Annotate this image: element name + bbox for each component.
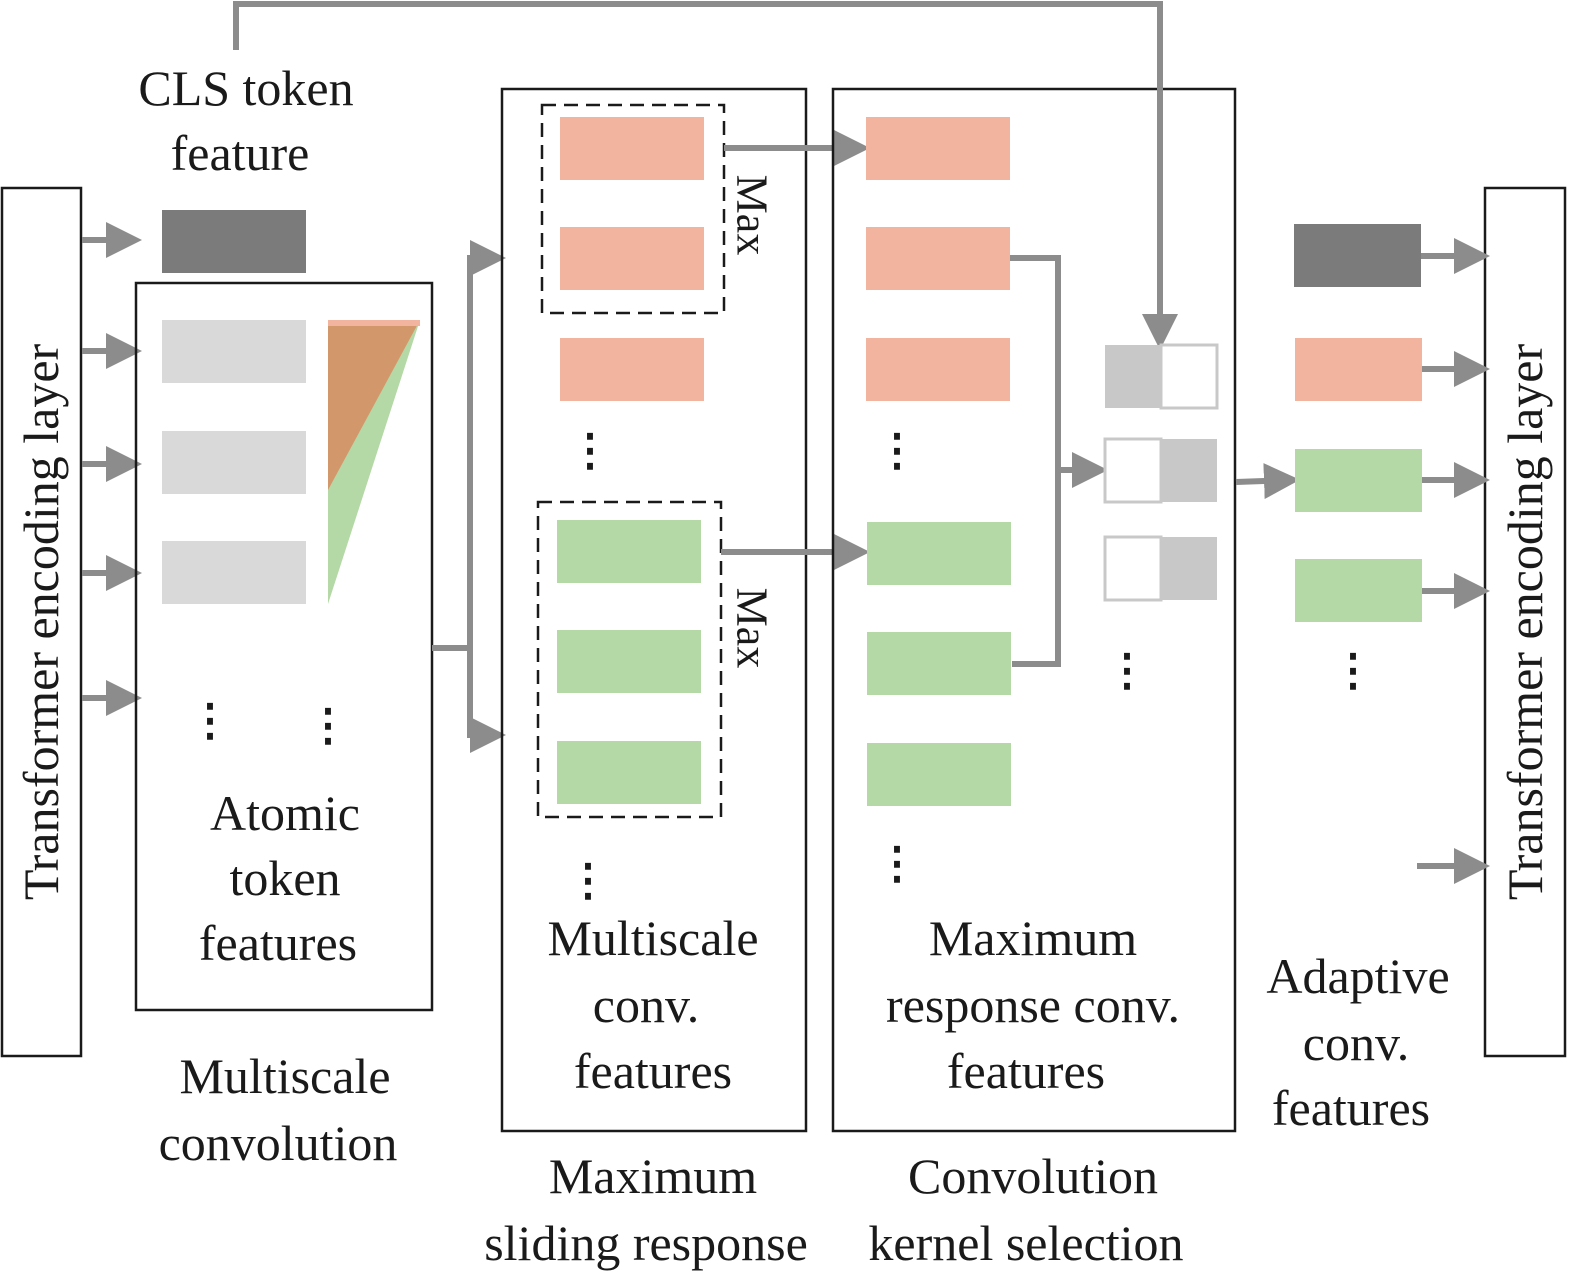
mr-feature-green-2 — [867, 632, 1011, 695]
adaptive-feature-green-2 — [1295, 559, 1422, 622]
max-window-bottom — [536, 500, 723, 819]
atomic-label-line3: features — [199, 915, 357, 971]
branch-arrows — [432, 240, 506, 753]
mr-features-label-line1: Maximum — [929, 910, 1137, 966]
right-transformer-layer-label: Transformer encoding layer — [1497, 343, 1553, 900]
atomic-ellipsis-2: ⋮ — [306, 701, 350, 750]
mr-ellipsis-2: ⋮ — [875, 839, 919, 888]
max-sliding-response-line2: sliding response — [484, 1215, 808, 1271]
mr-feature-salmon-1 — [866, 117, 1010, 180]
ms-feature-green-1 — [557, 520, 701, 583]
ms-feature-salmon-2 — [560, 227, 704, 290]
cls-label-line1: CLS token — [138, 60, 353, 116]
multiscale-convolution-line1: Multiscale — [179, 1048, 390, 1104]
kernel-selector-3-empty — [1103, 535, 1163, 602]
atomic-token-1 — [162, 320, 306, 383]
selection-bracket — [1010, 255, 1061, 667]
ms-ellipsis-1: ⋮ — [568, 426, 612, 475]
adaptive-label-line3: features — [1272, 1080, 1430, 1136]
atomic-ellipsis-1: ⋮ — [188, 696, 232, 745]
branch-arrow-bottom — [467, 648, 506, 753]
max-sliding-response-line1: Maximum — [549, 1148, 757, 1204]
multiscale-triangle-top — [328, 320, 420, 326]
multiscale-triangle-orange — [328, 320, 420, 490]
mr-ellipsis-1: ⋮ — [875, 426, 919, 475]
adaptive-input-arrow — [1235, 463, 1300, 500]
ms-features-label-line1: Multiscale — [547, 910, 758, 966]
adaptive-label-line2: conv. — [1303, 1015, 1409, 1071]
max-response-box — [831, 87, 1237, 1133]
output-arrows — [1417, 238, 1490, 884]
kernel-selector-1-empty — [1159, 343, 1219, 410]
adaptive-label-line1: Adaptive — [1266, 948, 1449, 1004]
kernel-selector-3 — [1103, 535, 1217, 602]
kernel-selector-2 — [1103, 437, 1217, 504]
left-transformer-layer-label: Transformer encoding layer — [13, 343, 69, 900]
kernel-selection-line1: Convolution — [908, 1148, 1158, 1204]
kernel-selector-1 — [1105, 343, 1219, 410]
cls-label-line2: feature — [171, 125, 310, 181]
branch-arrow-top — [432, 240, 506, 651]
kernel-selector-2-empty — [1103, 437, 1163, 504]
right-transformer-layer-box — [1483, 186, 1567, 1058]
input-arrows — [82, 222, 142, 716]
cls-token-feature — [162, 210, 306, 273]
mr-feature-salmon-2 — [866, 227, 1010, 290]
multiscale-conv-box — [500, 87, 808, 1133]
kernel-selector-1-filled — [1105, 345, 1161, 408]
mr-features-label-line2: response conv. — [886, 977, 1180, 1033]
mr-feature-green-1 — [867, 522, 1011, 585]
max-window-top — [540, 103, 726, 315]
ms-feature-salmon-1 — [560, 117, 704, 180]
max-label-top: Max — [728, 175, 777, 256]
ms-features-label-line2: conv. — [593, 977, 699, 1033]
atomic-label-line1: Atomic — [210, 785, 360, 841]
kernel-selector-2-filled — [1161, 439, 1217, 502]
kernel-ellipsis: ⋮ — [1105, 646, 1149, 695]
kernel-selector-3-filled — [1161, 537, 1217, 600]
mr-feature-salmon-3 — [866, 338, 1010, 401]
ms-feature-green-2 — [557, 630, 701, 693]
atomic-label-line2: token — [229, 850, 340, 906]
adaptive-feature-salmon — [1295, 338, 1422, 401]
mr-feature-green-3 — [867, 743, 1011, 806]
atomic-token-3 — [162, 541, 306, 604]
left-transformer-layer-box — [0, 186, 83, 1058]
max-label-bottom: Max — [728, 588, 777, 669]
max-arrows — [721, 130, 870, 570]
atomic-token-2 — [162, 431, 306, 494]
selection-connectors — [1010, 255, 1108, 667]
multiscale-convolution-line2: convolution — [159, 1115, 398, 1171]
adaptive-feature-green-1 — [1295, 449, 1422, 512]
ms-feature-green-3 — [557, 741, 701, 804]
cls-feedback-arrow — [233, 1, 1178, 350]
ms-features-label-line3: features — [574, 1043, 732, 1099]
kernel-selection-line2: kernel selection — [868, 1215, 1183, 1271]
adaptive-ellipsis: ⋮ — [1331, 646, 1375, 695]
ms-ellipsis-2: ⋮ — [566, 856, 610, 905]
ms-feature-salmon-3 — [560, 338, 704, 401]
adaptive-cls-feature — [1294, 224, 1421, 287]
mr-features-label-line3: features — [947, 1043, 1105, 1099]
